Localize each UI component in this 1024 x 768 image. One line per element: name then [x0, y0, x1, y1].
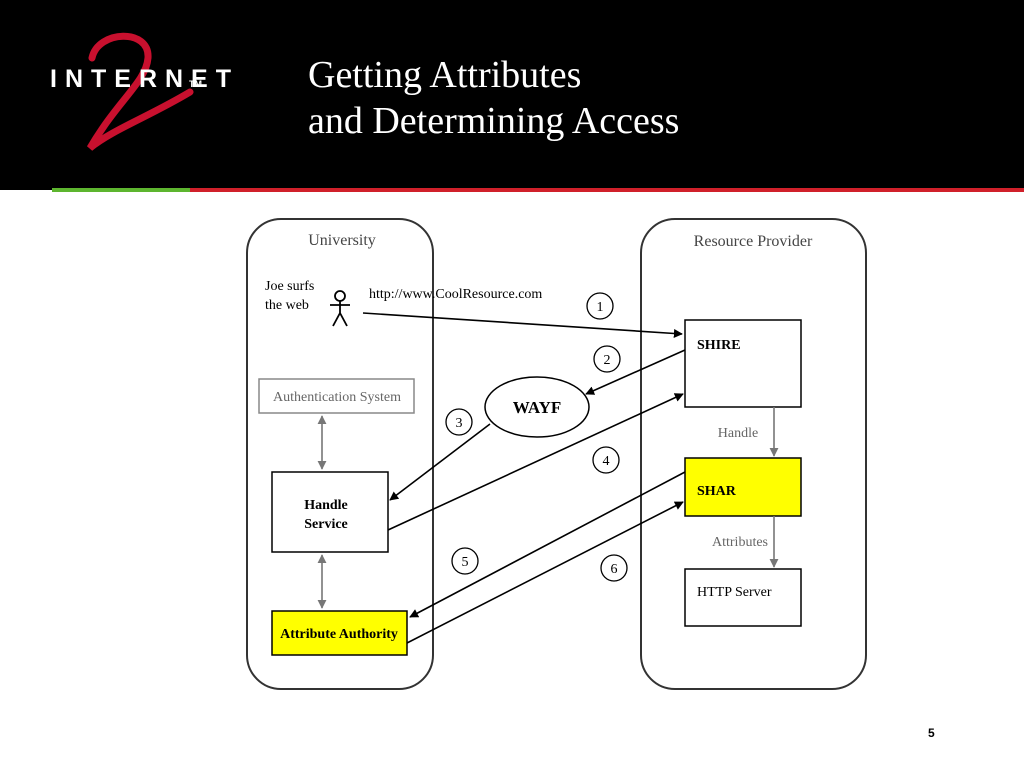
step-2-marker: 2	[593, 345, 621, 373]
internet2-logo: INTERNET TM	[40, 30, 231, 160]
attributes-flow-label: Attributes	[712, 535, 768, 550]
handle-flow-label: Handle	[718, 426, 758, 441]
handle-service-label-line-2: Service	[304, 517, 348, 532]
step-1-marker: 1	[586, 292, 614, 320]
http-server-label: HTTP Server	[697, 585, 772, 600]
logo-numeral-2	[86, 32, 194, 151]
step-6-marker: 6	[600, 554, 628, 582]
title-line-2: and Determining Access	[308, 100, 680, 142]
flow-arrow-2	[585, 349, 686, 395]
flow-arrow-3	[389, 423, 491, 501]
step-3-marker: 3	[445, 408, 473, 436]
attribute-authority-box	[271, 610, 408, 656]
header-rule-green	[52, 188, 190, 192]
flow-arrow-6	[406, 501, 684, 644]
http-server-box	[684, 568, 802, 627]
user-label-line-2: the web	[265, 298, 309, 313]
handle-service-box	[271, 471, 389, 553]
shire-label: SHIRE	[697, 338, 741, 353]
step-4-marker: 4	[592, 446, 620, 474]
flow-arrow-4	[387, 393, 684, 531]
shire-box	[684, 319, 802, 408]
authentication-system-box	[258, 378, 415, 414]
svg-text:5: 5	[462, 555, 469, 570]
svg-text:6: 6	[611, 562, 618, 577]
header-rule-red	[190, 188, 1024, 192]
resource-provider-label: Resource Provider	[694, 233, 813, 250]
university-container	[246, 218, 434, 690]
wayf-ellipse	[484, 376, 590, 438]
user-label-line-1: Joe surfs	[265, 279, 314, 294]
page-number: 5	[928, 726, 935, 740]
university-label: University	[308, 232, 376, 249]
handle-service-label-line-1: Handle	[304, 498, 348, 513]
flow-arrow-5	[409, 471, 686, 618]
flow-arrow-1	[362, 312, 683, 338]
svg-text:4: 4	[603, 454, 610, 469]
logo-wordmark: INTERNET	[50, 65, 239, 93]
user-stick-figure-icon	[330, 290, 350, 327]
authentication-system-label: Authentication System	[273, 390, 401, 405]
resource-url: http://www.CoolResource.com	[369, 287, 542, 302]
slide-title: Getting Attributes and Determining Acces…	[308, 52, 679, 144]
shar-label: SHAR	[697, 484, 737, 499]
svg-text:3: 3	[456, 416, 463, 431]
shar-box	[684, 457, 802, 517]
header-bar	[0, 0, 1024, 190]
svg-text:1: 1	[597, 300, 604, 315]
attribute-authority-label: Attribute Authority	[280, 627, 398, 642]
svg-text:2: 2	[604, 353, 611, 368]
logo-trademark: TM	[189, 79, 202, 89]
step-5-marker: 5	[451, 547, 479, 575]
wayf-label: WAYF	[513, 398, 562, 417]
title-line-1: Getting Attributes	[308, 54, 582, 96]
